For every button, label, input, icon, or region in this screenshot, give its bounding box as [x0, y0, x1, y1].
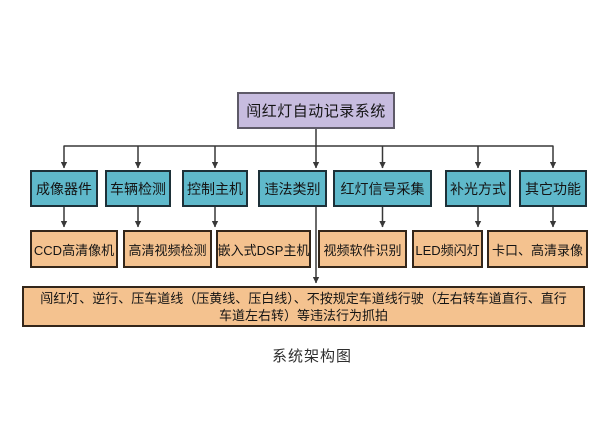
impl-label: 高清视频检测 — [128, 242, 207, 258]
impl-video-software-recognition: 视频软件识别 — [318, 230, 407, 268]
module-fill-light-mode: 补光方式 — [445, 170, 511, 207]
module-violation-type: 违法类别 — [258, 170, 327, 207]
module-imaging-device: 成像器件 — [30, 170, 98, 207]
module-red-light-signal-capture: 红灯信号采集 — [333, 170, 432, 207]
impl-label: LED频闪灯 — [415, 242, 480, 258]
root-node-box: 闯红灯自动记录系统 — [237, 92, 395, 129]
impl-label: CCD高清像机 — [33, 242, 115, 258]
diagram-caption: 系统架构图 — [271, 348, 352, 365]
violation-text-line2: 车道左右转）等违法行为抓拍 — [218, 307, 388, 323]
impl-hd-video-detection: 高清视频检测 — [123, 230, 212, 268]
impl-label: 嵌入式DSP主机 — [217, 242, 310, 258]
impl-checkpoint-hd-recording: 卡口、高清录像 — [487, 230, 588, 268]
module-label: 控制主机 — [187, 180, 243, 197]
module-vehicle-detection: 车辆检测 — [105, 170, 171, 207]
impl-led-strobe-light: LED频闪灯 — [412, 230, 483, 268]
module-label: 红灯信号采集 — [340, 180, 425, 197]
module-label: 成像器件 — [36, 180, 92, 197]
module-other-functions: 其它功能 — [519, 170, 587, 207]
module-control-host: 控制主机 — [182, 170, 248, 207]
module-label: 补光方式 — [450, 180, 506, 197]
impl-label: 卡口、高清录像 — [491, 242, 583, 258]
impl-ccd-hd-camera: CCD高清像机 — [30, 230, 118, 268]
impl-label: 视频软件识别 — [323, 242, 402, 258]
violation-capture-box: 闯红灯、逆行、压车道线（压黄线、压白线）、不按规定车道线行驶（左右转车道直行、直… — [22, 286, 585, 327]
module-label: 其它功能 — [525, 180, 581, 197]
root-node-label: 闯红灯自动记录系统 — [246, 103, 386, 120]
module-label: 车辆检测 — [110, 180, 166, 197]
impl-embedded-dsp-host: 嵌入式DSP主机 — [216, 230, 311, 268]
violation-text-line1: 闯红灯、逆行、压车道线（压黄线、压白线）、不按规定车道线行驶（左右转车道直行、直… — [40, 290, 567, 306]
module-label: 违法类别 — [264, 180, 321, 197]
